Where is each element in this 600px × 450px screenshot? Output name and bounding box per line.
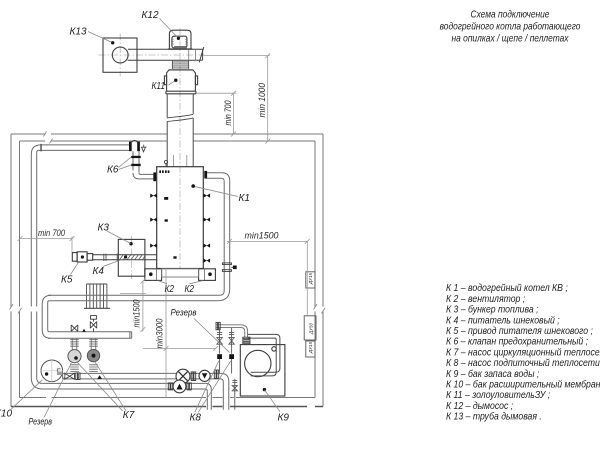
svg-text:К 6 – клапан предохранительны: К 6 – клапан предохранительный ; — [446, 336, 588, 347]
svg-text:К6: К6 — [107, 164, 119, 175]
svg-text:К5: К5 — [61, 274, 73, 285]
svg-text:ДУ15: ДУ15 — [308, 341, 313, 354]
svg-text:min3000: min3000 — [155, 318, 166, 349]
svg-text:водогрейного котла работающего: водогрейного котла работающего — [440, 21, 581, 32]
svg-text:К 1 – водогрейный котел КВ ;: К 1 – водогрейный котел КВ ; — [446, 283, 568, 294]
svg-text:К4: К4 — [93, 266, 105, 277]
svg-text:min1500: min1500 — [245, 231, 280, 242]
svg-text:К1: К1 — [239, 193, 250, 204]
svg-text:ДУ50: ДУ50 — [309, 322, 314, 335]
svg-text:К 9 – бак запаса воды ;: К 9 – бак запаса воды ; — [446, 368, 540, 379]
svg-text:К2: К2 — [185, 284, 195, 295]
svg-text:К 11 – золоуловительЗУ ;: К 11 – золоуловительЗУ ; — [446, 390, 551, 401]
svg-text:Резерв: Резерв — [29, 416, 53, 427]
svg-text:min 700: min 700 — [38, 228, 66, 239]
svg-text:К 2 – вентилятор ;: К 2 – вентилятор ; — [446, 293, 526, 304]
svg-text:К 10 – бак расширительный мем: К 10 – бак расширительный мембранный ; — [446, 379, 600, 390]
svg-text:min 1000: min 1000 — [257, 82, 268, 117]
svg-text:Резерв: Резерв — [171, 307, 197, 318]
svg-text:К13: К13 — [70, 27, 87, 38]
svg-text:К2: К2 — [165, 284, 175, 295]
svg-text:К11: К11 — [152, 81, 166, 92]
svg-text:min1500: min1500 — [132, 299, 143, 328]
svg-text:К 12 – дымосос ;: К 12 – дымосос ; — [446, 400, 514, 411]
svg-text:К 5 – привод питателя шнеково: К 5 – привод питателя шнекового ; — [446, 325, 593, 336]
svg-text:Схема подключение: Схема подключение — [471, 9, 550, 20]
svg-text:К 7 – насос циркуляционный те: К 7 – насос циркуляционный теплосети ; — [446, 347, 600, 358]
svg-text:ДУ15: ДУ15 — [308, 272, 313, 285]
svg-text:К7: К7 — [123, 410, 135, 421]
svg-text:К10: К10 — [0, 409, 12, 420]
svg-text:К 4 – питатель шнековый ;: К 4 – питатель шнековый ; — [446, 315, 560, 326]
svg-text:К 13 – труба дымовая .: К 13 – труба дымовая . — [446, 411, 542, 422]
svg-text:К12: К12 — [142, 10, 159, 21]
svg-text:К3: К3 — [98, 223, 110, 234]
svg-text:К 3 – бункер топлива ;: К 3 – бункер топлива ; — [446, 304, 539, 315]
svg-text:на опилках / щепе / пеллетах: на опилках / щепе / пеллетах — [452, 33, 569, 44]
svg-text:К8: К8 — [190, 413, 202, 424]
svg-text:min 700: min 700 — [223, 100, 234, 126]
svg-text:К9: К9 — [278, 413, 290, 424]
svg-text:К 8 – насос подпиточный тепло: К 8 – насос подпиточный теплосети ; — [446, 358, 600, 369]
